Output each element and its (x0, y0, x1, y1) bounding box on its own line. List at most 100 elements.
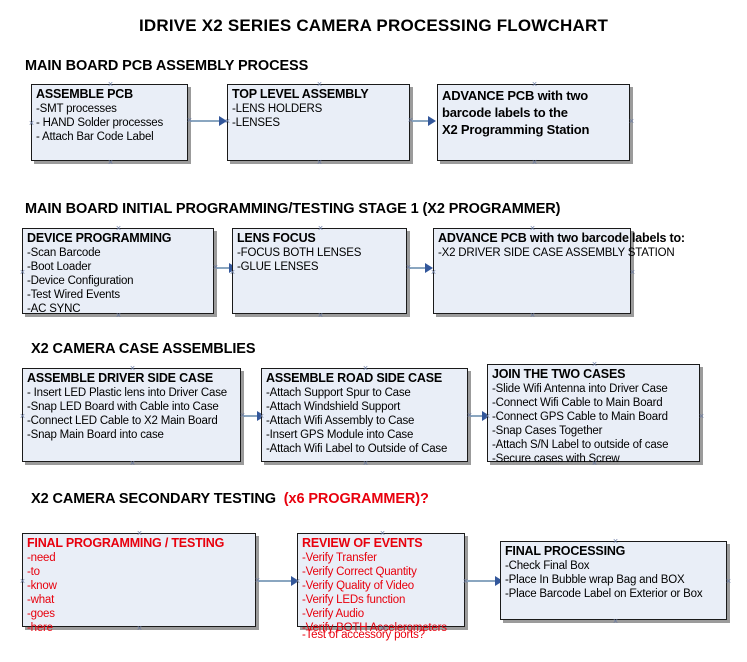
connection-handle-top[interactable] (362, 365, 369, 372)
connector-review-of-events-to-final-processing (467, 580, 497, 582)
connection-handle[interactable] (186, 117, 193, 124)
connection-handle-left[interactable] (224, 118, 231, 125)
box-line: -Attach Windshield Support (266, 401, 401, 413)
connector-driver-side-to-road-side (243, 415, 259, 417)
box-line: -Verify BOTH Accelerometers (302, 622, 447, 634)
box-line: -Boot Loader (27, 261, 92, 273)
box-line: -Verify Audio (302, 608, 364, 620)
box-line: -Place In Bubble wrap Bag and BOX (505, 574, 685, 586)
section-heading-accent: (x6 PROGRAMMER)? (283, 491, 429, 507)
connection-handle-top[interactable] (129, 365, 136, 372)
box-line: -Snap LED Board with Cable into Case (27, 401, 219, 413)
connection-handle-left[interactable] (258, 413, 265, 420)
connection-handle-left[interactable] (294, 578, 301, 585)
connection-handle-bottom[interactable] (612, 618, 619, 625)
connection-handle-bottom[interactable] (531, 159, 538, 166)
box-final-programming-testing[interactable]: FINAL PROGRAMMING / TESTING -need -to -k… (19, 530, 256, 634)
box-line: -Verify Quality of Video (302, 580, 414, 592)
box-line: -Attach Support Spur to Case (266, 387, 411, 399)
box-assemble-pcb[interactable]: ASSEMBLE PCB -SMT processes - HAND Solde… (31, 84, 188, 161)
connection-handle-top[interactable] (107, 81, 114, 88)
box-line: -Snap Cases Together (492, 425, 603, 437)
box-line: -goes (27, 608, 55, 620)
connection-handle-right[interactable] (725, 578, 732, 585)
connection-handle-left[interactable] (19, 578, 26, 585)
box-title: ASSEMBLE PCB (36, 87, 133, 101)
connection-handle-right[interactable] (629, 269, 636, 276)
box-line: -know (27, 580, 57, 592)
box-line: -Test Wired Events (27, 289, 120, 301)
connector-device-programming-to-lens-focus (216, 267, 231, 269)
connection-handle-bottom[interactable] (529, 312, 536, 319)
connection-handle-bottom[interactable] (129, 460, 136, 467)
box-title: DEVICE PROGRAMMING (27, 231, 172, 245)
box-review-of-events[interactable]: REVIEW OF EVENTS -Verify Transfer -Verif… (294, 530, 465, 641)
connection-handle-top[interactable] (529, 225, 536, 232)
connection-handle-top[interactable] (136, 530, 143, 537)
box-line: -LENSES (232, 117, 280, 129)
connection-handle-left[interactable] (430, 269, 437, 276)
box-line: -Attach S/N Label to outside of case (492, 439, 669, 451)
connection-handle[interactable] (407, 117, 414, 124)
box-title: ADVANCE PCB with two barcode labels to: (438, 231, 685, 245)
connection-handle-left[interactable] (19, 413, 26, 420)
connection-handle-bottom[interactable] (136, 625, 143, 632)
connection-handle-bottom[interactable] (591, 460, 598, 467)
connection-handle[interactable] (239, 412, 246, 419)
connection-handle-bottom[interactable] (107, 159, 114, 166)
box-advance-pcb-to-x2-programming-station[interactable]: ADVANCE PCB with two barcode labels to t… (437, 84, 630, 161)
connection-handle[interactable] (466, 412, 473, 419)
box-title: FINAL PROCESSING (505, 544, 626, 558)
box-assemble-road-side-case[interactable]: ASSEMBLE ROAD SIDE CASE -Attach Support … (261, 368, 468, 462)
box-title: LENS FOCUS (237, 231, 316, 245)
connection-handle-top[interactable] (531, 81, 538, 88)
box-title: JOIN THE TWO CASES (492, 367, 626, 381)
connection-handle-top[interactable] (612, 538, 619, 545)
box-line: -X2 DRIVER SIDE CASE ASSEMBLY STATION (438, 247, 675, 259)
section-heading-x2-camera-case-assemblies: X2 CAMERA CASE ASSEMBLIES (31, 341, 256, 357)
connection-handle-bottom[interactable] (115, 312, 122, 319)
box-device-programming[interactable]: DEVICE PROGRAMMING -Scan Barcode -Boot L… (19, 225, 214, 315)
connection-handle-bottom[interactable] (316, 159, 323, 166)
connection-handle[interactable] (212, 264, 219, 271)
connection-handle-top[interactable] (591, 361, 598, 368)
section-heading-text: MAIN BOARD INITIAL PROGRAMMING/TESTING S… (25, 201, 561, 217)
box-title: FINAL PROGRAMMING / TESTING (27, 536, 225, 550)
box-top-level-assembly[interactable]: TOP LEVEL ASSEMBLY -LENS HOLDERS -LENSES (227, 84, 410, 161)
box-line: barcode labels to the (442, 105, 568, 120)
box-line: -Verify Correct Quantity (302, 566, 417, 578)
box-overflow-line: -Test of accessory ports? (302, 629, 425, 641)
connection-handle[interactable] (254, 577, 261, 584)
box-line: -Connect Wifi Cable to Main Board (492, 397, 663, 409)
connection-handle-left[interactable] (484, 413, 491, 420)
box-assemble-driver-side-case[interactable]: ASSEMBLE DRIVER SIDE CASE - Insert LED P… (22, 368, 241, 462)
box-line: -what (27, 594, 55, 606)
section-heading-text: X2 CAMERA CASE ASSEMBLIES (31, 341, 256, 357)
connection-handle-right[interactable] (698, 413, 705, 420)
box-lens-focus[interactable]: LENS FOCUS -FOCUS BOTH LENSES -GLUE LENS… (232, 228, 407, 314)
connection-handle[interactable] (405, 264, 412, 271)
box-final-processing[interactable]: FINAL PROCESSING -Check Final Box -Place… (500, 541, 727, 620)
arrow-head-icon (428, 116, 436, 126)
box-line: -Place Barcode Label on Exterior or Box (505, 588, 703, 600)
section-heading-main-board-pcb-assembly: MAIN BOARD PCB ASSEMBLY PROCESS (25, 58, 308, 74)
connection-handle-right[interactable] (628, 118, 635, 125)
connector-assemble-pcb-to-top-level (190, 120, 220, 122)
connection-handle-bottom[interactable] (362, 460, 369, 467)
connection-handle-left[interactable] (229, 269, 236, 276)
connector-final-programming-to-review-of-events (258, 580, 293, 582)
section-heading-text: MAIN BOARD PCB ASSEMBLY PROCESS (25, 58, 309, 74)
connection-handle-bottom[interactable] (379, 625, 386, 632)
box-join-the-two-cases[interactable]: JOIN THE TWO CASES -Slide Wifi Antenna i… (484, 361, 700, 465)
connection-handle-top[interactable] (115, 225, 122, 232)
connection-handle-top[interactable] (316, 81, 323, 88)
connection-handle-bottom[interactable] (317, 312, 324, 319)
box-advance-pcb-to-driver-side-case-station[interactable]: ADVANCE PCB with two barcode labels to: … (430, 225, 685, 314)
connection-handle-top[interactable] (317, 225, 324, 232)
connection-handle-left[interactable] (19, 269, 26, 276)
connection-handle-top[interactable] (379, 530, 386, 537)
box-line: - Insert LED Plastic lens into Driver Ca… (27, 387, 227, 399)
connector-road-side-to-join-cases (470, 415, 484, 417)
connection-handle-left[interactable] (28, 120, 35, 127)
box-line: -Attach Wifi Label to Outside of Case (266, 443, 448, 455)
